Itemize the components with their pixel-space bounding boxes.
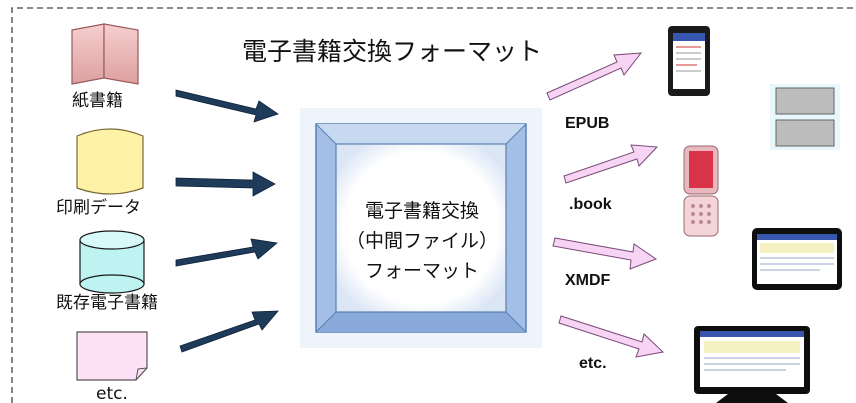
center-format-label: 電子書籍交換 （中間ファイル） フォーマット	[336, 196, 508, 286]
source-label-existing-ebook: 既存電子書籍	[56, 293, 158, 313]
monitor-icon	[694, 326, 810, 403]
arrow-etc	[179, 310, 279, 353]
dashed-border	[11, 7, 856, 403]
arrow-ebook	[175, 238, 278, 267]
arrow-etc-out	[558, 315, 665, 358]
arrow-xmdf	[552, 237, 658, 270]
source-label-paper-book: 紙書籍	[72, 91, 123, 111]
diagram-title: 電子書籍交換フォーマット	[242, 37, 543, 66]
arrow-book	[175, 89, 279, 123]
format-label-etc: etc.	[579, 355, 607, 372]
source-label-etc: etc.	[96, 384, 128, 403]
format-label-epub: EPUB	[565, 115, 610, 132]
open-book-icon	[71, 23, 139, 85]
format-label-xmdf: XMDF	[565, 272, 611, 289]
format-label-book: .book	[569, 196, 612, 213]
arrow-print	[175, 171, 276, 197]
database-cylinder-icon	[79, 230, 145, 294]
center-line-2: （中間ファイル）	[345, 230, 498, 252]
screen-panels-icon	[770, 84, 840, 150]
tablet-icon	[668, 26, 710, 96]
document-icon	[76, 128, 144, 195]
arrow-epub	[546, 52, 643, 101]
laptop-screen-icon	[752, 228, 842, 290]
center-line-3: フォーマット	[364, 260, 479, 282]
flip-phone-icon	[683, 145, 719, 237]
input-arrows	[175, 89, 279, 353]
exchange-format-frame	[300, 108, 542, 348]
center-line-1: 電子書籍交換	[364, 200, 479, 222]
page-icon	[76, 331, 148, 381]
arrow-book-format	[563, 144, 659, 184]
output-arrows	[546, 52, 665, 358]
source-label-print-data: 印刷データ	[56, 198, 141, 218]
